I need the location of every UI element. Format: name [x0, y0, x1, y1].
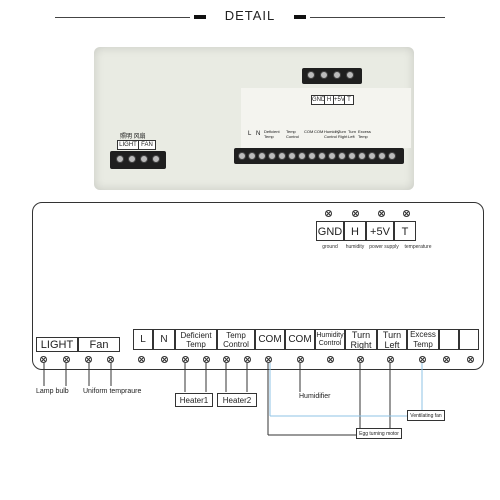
photo-row-label: Temp Control [286, 129, 299, 139]
screw [348, 152, 356, 160]
terminal-screw [223, 356, 230, 363]
label-egg-turning-motor: Egg turning motor [356, 428, 402, 439]
screw [140, 155, 148, 163]
terminal-screw [107, 356, 114, 363]
photo-row-label: COM [314, 129, 324, 134]
terminal-gnd: GND [316, 221, 344, 241]
header-dash-left [194, 15, 206, 19]
terminal-excess-temp: Excess Temp [407, 329, 439, 350]
terminal-blank-1 [439, 329, 459, 350]
terminal-light: LIGHT [36, 337, 78, 352]
label-humidifier: Humidifier [299, 393, 331, 400]
terminal-screw [419, 356, 426, 363]
header-line-left [55, 17, 190, 18]
terminal-screw [357, 356, 364, 363]
photo-small-label-top: 照明 风扇 [120, 134, 146, 140]
photo-row-label: Deficient Temp [264, 129, 280, 139]
terminal-screw [182, 356, 189, 363]
photo-label-strip: L N Deficient Temp Temp Control COM COM … [246, 127, 371, 143]
screw [320, 71, 328, 79]
screw [278, 152, 286, 160]
screw [378, 152, 386, 160]
terminal-screw [297, 356, 304, 363]
photo-label-fan: FAN [138, 140, 156, 150]
terminal-screw [203, 356, 210, 363]
screw [298, 152, 306, 160]
header-line-right [310, 17, 445, 18]
photo-row-label: Turn Left [348, 129, 357, 139]
screw [307, 71, 315, 79]
terminal-5v: +5V [366, 221, 394, 241]
screw [268, 152, 276, 160]
photo-row-label: COM [304, 129, 314, 134]
page-title: DETAIL [224, 8, 276, 23]
screw [288, 152, 296, 160]
label-heater1: Heater1 [175, 393, 213, 407]
terminal-temp-control: Temp Control [217, 329, 255, 350]
screw [338, 152, 346, 160]
terminal-turn-left: Turn Left [377, 329, 407, 350]
label-ventilating-fan: Ventilating fan [407, 410, 445, 421]
screw [116, 155, 124, 163]
screw [388, 152, 396, 160]
terminal-screw [63, 356, 70, 363]
caption-humidity: humidity [345, 244, 365, 250]
screw [238, 152, 246, 160]
label-uniform-temperature: Uniform tempraure [83, 388, 142, 395]
terminal-screw [403, 210, 410, 217]
terminal-humidity-control: Humidity Control [315, 329, 345, 350]
caption-temperature: temperature [404, 244, 432, 250]
terminal-fan: Fan [78, 337, 120, 352]
terminal-screw [352, 210, 359, 217]
terminal-screw [327, 356, 334, 363]
screw [128, 155, 136, 163]
wiring-diagram-frame [32, 202, 484, 370]
terminal-screw [387, 356, 394, 363]
screw [308, 152, 316, 160]
terminal-screw [467, 356, 474, 363]
photo-row-label: Excess Temp [358, 129, 371, 139]
screw [333, 71, 341, 79]
label-heater2: Heater2 [217, 393, 257, 407]
terminal-screw [244, 356, 251, 363]
terminal-screw [161, 356, 168, 363]
screw [318, 152, 326, 160]
screw [152, 155, 160, 163]
terminal-blank-2 [459, 329, 479, 350]
terminal-screw [138, 356, 145, 363]
terminal-com-2: COM [285, 329, 315, 350]
terminal-screw [265, 356, 272, 363]
caption-power-supply: power supply [369, 244, 399, 250]
photo-row-label: N [256, 131, 261, 137]
photo-row-label: Turn Right [338, 129, 348, 139]
photo-label-t: T [344, 95, 354, 105]
label-lamp-bulb: Lamp bulb [36, 388, 69, 395]
terminal-l: L [133, 329, 153, 350]
photo-row-label: Humidity Control [324, 129, 340, 139]
photo-row-label: L [248, 131, 252, 137]
screw [358, 152, 366, 160]
terminal-screw [40, 356, 47, 363]
terminal-t: T [394, 221, 416, 241]
terminal-screw [443, 356, 450, 363]
terminal-screw [85, 356, 92, 363]
caption-ground: ground [322, 244, 338, 250]
terminal-com-1: COM [255, 329, 285, 350]
screw [368, 152, 376, 160]
screw [258, 152, 266, 160]
screw [346, 71, 354, 79]
terminal-screw [325, 210, 332, 217]
screw [328, 152, 336, 160]
terminal-h: H [344, 221, 366, 241]
header-dash-right [294, 15, 306, 19]
terminal-n: N [153, 329, 175, 350]
screw [248, 152, 256, 160]
terminal-deficient-temp: Deficient Temp [175, 329, 217, 350]
terminal-turn-right: Turn Right [345, 329, 377, 350]
terminal-screw [378, 210, 385, 217]
